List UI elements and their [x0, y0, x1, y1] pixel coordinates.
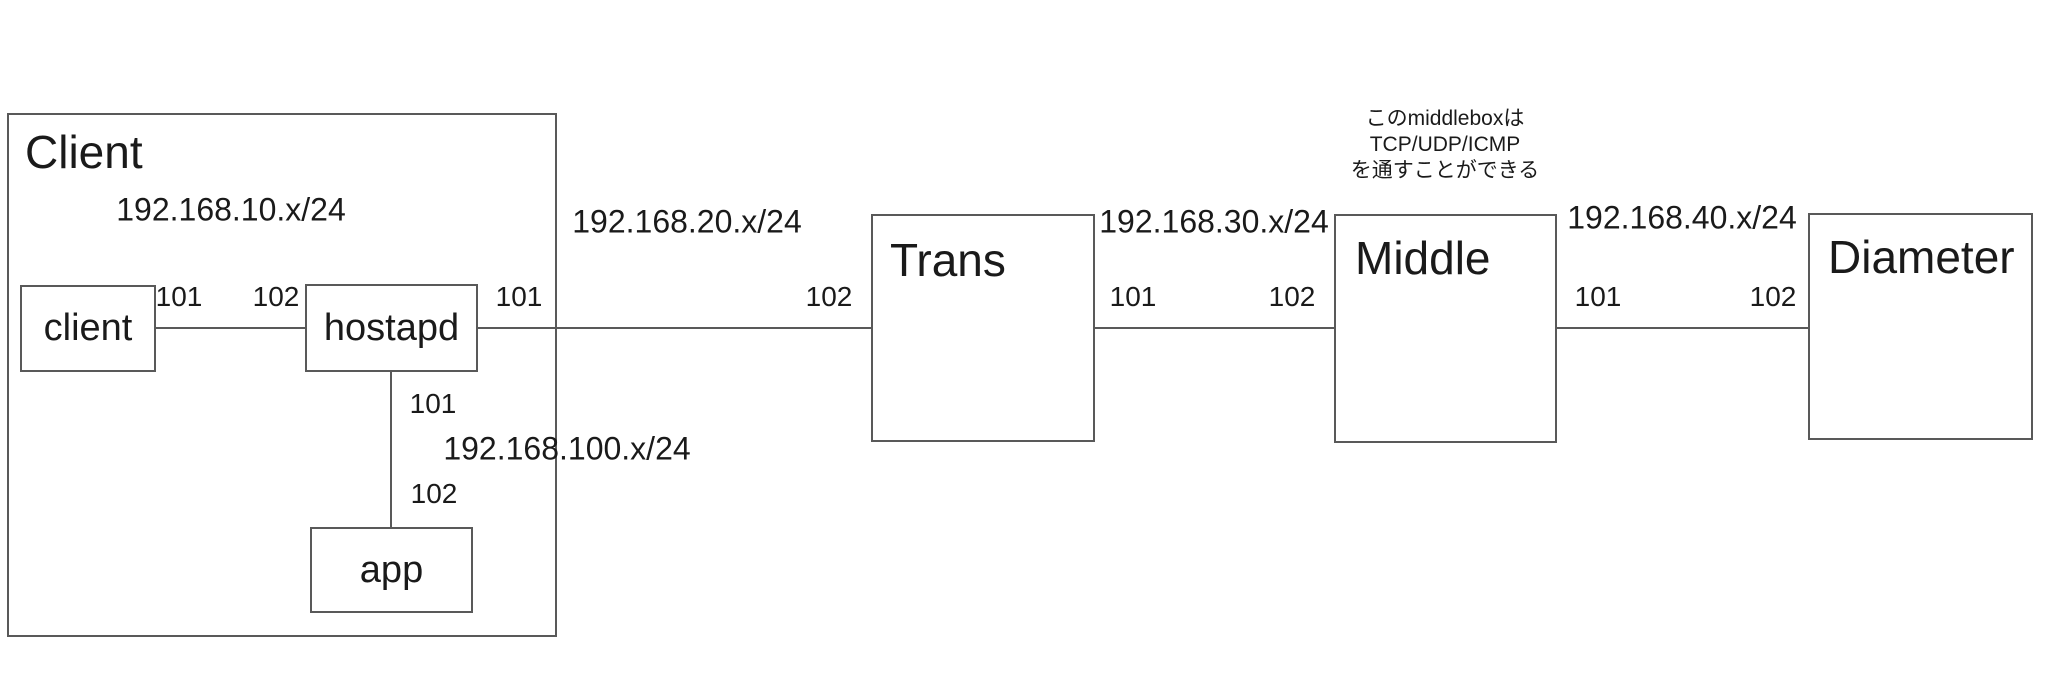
middle-node: Middle — [1334, 214, 1557, 443]
port-middle-right: 101 — [1574, 281, 1622, 312]
app-node-label: app — [359, 548, 424, 591]
client-node-label: client — [43, 307, 133, 349]
port-diameter-left: 102 — [1749, 281, 1797, 312]
client-node: client — [20, 285, 156, 372]
port-hostapd-left: 102 — [252, 281, 300, 312]
connector-trans-middle — [1095, 327, 1334, 329]
connector-hostapd-app — [390, 372, 392, 527]
middle-node-label: Middle — [1355, 232, 1491, 284]
client-group-box — [7, 113, 557, 637]
middlebox-note-line1: このmiddleboxは — [1365, 107, 1525, 130]
hostapd-node: hostapd — [305, 284, 478, 372]
port-hostapd-right: 101 — [495, 281, 543, 312]
hostapd-node-label: hostapd — [323, 306, 460, 349]
app-node: app — [310, 527, 473, 613]
subnet-label-20: 192.168.20.x/24 — [572, 203, 802, 240]
subnet-label-40: 192.168.40.x/24 — [1567, 199, 1797, 236]
diameter-node: Diameter — [1808, 213, 2033, 440]
port-client-right: 101 — [155, 281, 203, 312]
connector-client-hostapd — [156, 327, 305, 329]
connector-middle-diameter — [1557, 327, 1808, 329]
diameter-node-label: Diameter — [1828, 231, 2015, 283]
middlebox-note-line2: TCP/UDP/ICMP — [1369, 133, 1521, 156]
port-hostapd-bottom: 101 — [409, 388, 457, 419]
trans-node: Trans — [871, 214, 1095, 442]
middlebox-note: このmiddleboxは TCP/UDP/ICMP を通すことができる — [1351, 106, 1540, 184]
subnet-label-10: 192.168.10.x/24 — [116, 191, 346, 228]
port-trans-left: 102 — [805, 281, 853, 312]
client-group-title: Client — [25, 126, 143, 178]
connector-hostapd-trans — [478, 327, 871, 329]
port-trans-right: 101 — [1109, 281, 1157, 312]
middlebox-note-line3: を通すことができる — [1350, 159, 1540, 182]
trans-node-label: Trans — [890, 234, 1006, 286]
port-middle-left: 102 — [1268, 281, 1316, 312]
subnet-label-100: 192.168.100.x/24 — [443, 430, 691, 467]
subnet-label-30: 192.168.30.x/24 — [1099, 203, 1329, 240]
port-app-top: 102 — [410, 478, 458, 509]
